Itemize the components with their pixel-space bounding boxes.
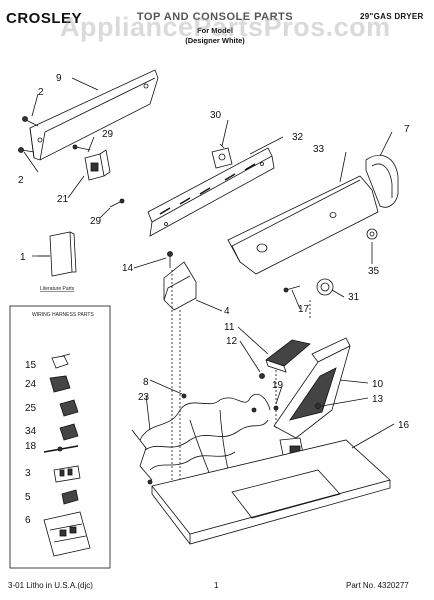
callout-12: 12 (226, 336, 238, 347)
callout-2: 2 (18, 175, 24, 186)
page-title: TOP AND CONSOLE PARTS (136, 11, 294, 23)
callout-13: 13 (372, 394, 384, 405)
wiring-harness-box (9, 305, 111, 569)
callout-33: 33 (313, 144, 325, 155)
footer-litho: 3-01 Litho in U.S.A.(djc) (8, 581, 93, 590)
harness-part (59, 423, 79, 441)
wiring-harness-title: WIRING HARNESS PARTS (32, 312, 94, 318)
callout-17: 17 (298, 304, 310, 315)
part-timer (211, 143, 233, 169)
part-number: Part No. 4320277 (346, 581, 409, 590)
part-rear-panel (29, 69, 159, 161)
harness-part (51, 353, 71, 369)
callout-34: 34 (25, 426, 37, 437)
callout-31: 31 (348, 292, 360, 303)
callout-14: 14 (122, 263, 134, 274)
color-line: (Designer White) (185, 36, 245, 45)
literature-parts-label: Literature Parts (40, 286, 75, 292)
callout-35: 35 (368, 266, 380, 277)
harness-part (43, 445, 79, 453)
page-number: 1 (214, 581, 219, 590)
part-fastener (273, 405, 279, 411)
part-screw (18, 147, 35, 153)
part-screw (283, 285, 301, 293)
callout-11: 11 (224, 322, 235, 333)
part-screw (315, 403, 321, 409)
callout-25: 25 (25, 403, 37, 414)
callout-30: 30 (210, 110, 222, 121)
callout-7: 7 (404, 124, 410, 135)
part-knob (316, 278, 334, 296)
model-line: For Model (197, 26, 233, 35)
callout-4: 4 (224, 306, 230, 317)
part-screw (181, 393, 187, 399)
harness-part (61, 489, 79, 505)
callout-29: 29 (90, 216, 102, 227)
callout-21: 21 (57, 194, 69, 205)
harness-part (59, 399, 79, 417)
harness-part (53, 465, 81, 483)
part-screw (109, 198, 125, 208)
callout-18: 18 (25, 441, 37, 452)
callout-5: 5 (25, 492, 31, 503)
part-door-latch (265, 339, 311, 373)
callout-8: 8 (143, 377, 149, 388)
callout-6: 6 (25, 515, 31, 526)
product-type: 29"GAS DRYER (360, 12, 424, 21)
literature-parts (38, 231, 77, 277)
callout-29: 29 (102, 129, 114, 140)
callout-2: 2 (38, 87, 44, 98)
part-screw (259, 373, 265, 379)
part-console (227, 175, 379, 275)
part-screw (72, 144, 91, 151)
part-screw (22, 116, 39, 127)
callout-10: 10 (372, 379, 384, 390)
callout-32: 32 (292, 132, 304, 143)
callout-23: 23 (138, 392, 150, 403)
callout-3: 3 (25, 468, 31, 479)
part-top-panel (151, 439, 391, 545)
callout-19: 19 (272, 380, 284, 391)
part-screw (167, 251, 173, 268)
part-end-cap-left (163, 261, 197, 311)
callout-9: 9 (56, 73, 62, 84)
part-knob (366, 228, 378, 240)
part-control-bracket (147, 147, 275, 237)
part-switch (84, 149, 111, 181)
harness-part (43, 511, 91, 557)
harness-part (49, 375, 71, 393)
callout-16: 16 (398, 420, 410, 431)
callout-24: 24 (25, 379, 37, 390)
brand-logo: CROSLEY (6, 10, 83, 27)
callout-15: 15 (25, 360, 37, 371)
callout-1: 1 (20, 252, 26, 263)
watermark: AppliancePartsPros.com (60, 12, 391, 42)
